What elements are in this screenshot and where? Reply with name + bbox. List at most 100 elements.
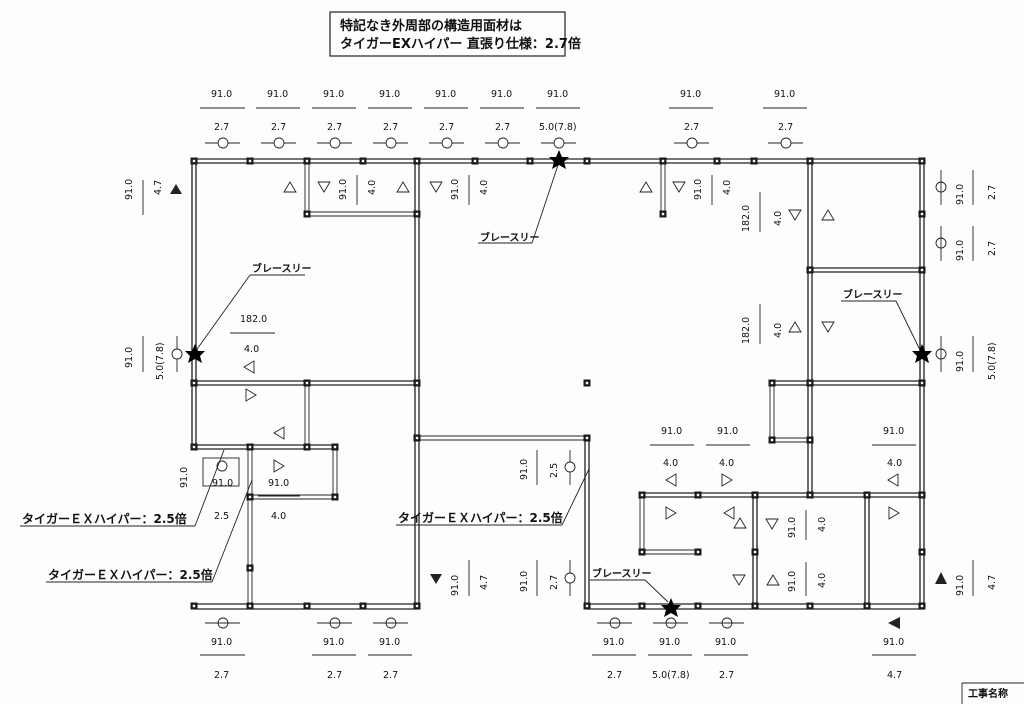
svg-text:91.0: 91.0 bbox=[268, 478, 289, 489]
svg-text:91.0: 91.0 bbox=[955, 240, 966, 261]
top-dimensions: 91.02.7 91.02.7 91.02.7 91.02.7 91.02.7 … bbox=[200, 89, 807, 149]
svg-text:91.0: 91.0 bbox=[124, 179, 135, 200]
footer-title-box: 工事名称 bbox=[961, 682, 1024, 704]
tiger-callout-2: タイガーＥＸハイパー：2.5倍 bbox=[46, 479, 253, 583]
svg-text:ブレースリー: ブレースリー bbox=[252, 262, 312, 275]
svg-text:2.5: 2.5 bbox=[214, 511, 229, 522]
interior-annotations: 91.0 4.0 91.0 4.0 91.0 4.0 182.0 4.0 182… bbox=[179, 175, 916, 596]
svg-text:2.7: 2.7 bbox=[327, 670, 342, 681]
bottom-dim-5: 91.05.0(7.8) bbox=[648, 617, 692, 681]
svg-text:91.0: 91.0 bbox=[379, 637, 400, 648]
svg-text:2.7: 2.7 bbox=[214, 122, 229, 133]
svg-text:ブレースリー: ブレースリー bbox=[480, 231, 540, 244]
bottom-dim-3: 91.0 2.7 bbox=[368, 617, 412, 681]
footer-label: 工事名称 bbox=[968, 687, 1008, 700]
svg-text:91.0: 91.0 bbox=[955, 184, 966, 205]
bottom-dim-4: 91.0 2.7 bbox=[592, 617, 636, 681]
svg-text:2.7: 2.7 bbox=[495, 122, 510, 133]
svg-text:91.0: 91.0 bbox=[491, 89, 512, 100]
svg-text:ブレースリー: ブレースリー bbox=[592, 567, 652, 580]
svg-text:ブレースリー: ブレースリー bbox=[843, 288, 903, 301]
svg-text:91.0: 91.0 bbox=[211, 89, 232, 100]
svg-text:91.0: 91.0 bbox=[379, 89, 400, 100]
svg-text:182.0: 182.0 bbox=[240, 314, 267, 325]
svg-text:2.7: 2.7 bbox=[987, 241, 998, 256]
top-dim-8: 91.02.7 bbox=[669, 89, 713, 149]
svg-text:5.0(7.8): 5.0(7.8) bbox=[155, 342, 166, 380]
top-dim-6: 91.0 2.7 bbox=[480, 89, 524, 149]
top-dim-4: 91.0 2.7 bbox=[368, 89, 412, 149]
top-dim-3: 91.02.7 bbox=[312, 89, 356, 149]
svg-text:2.7: 2.7 bbox=[607, 670, 622, 681]
svg-text:2.7: 2.7 bbox=[383, 122, 398, 133]
svg-text:4.0: 4.0 bbox=[773, 211, 784, 226]
bottom-dim-2: 91.0 2.7 bbox=[312, 617, 356, 681]
svg-text:4.0: 4.0 bbox=[817, 517, 828, 532]
brace-callout-top: ブレースリー bbox=[478, 150, 569, 244]
svg-text:91.0: 91.0 bbox=[883, 426, 904, 437]
svg-text:182.0: 182.0 bbox=[741, 317, 752, 344]
svg-text:2.7: 2.7 bbox=[214, 670, 229, 681]
top-dim-5: 91.02.7 bbox=[424, 89, 468, 149]
right-dim-3: 91.0 5.0(7.8) bbox=[935, 336, 998, 380]
svg-text:91.0: 91.0 bbox=[519, 571, 530, 592]
svg-text:2.7: 2.7 bbox=[719, 670, 734, 681]
brace-callout-bottom: ブレースリー bbox=[590, 567, 681, 617]
svg-text:91.0: 91.0 bbox=[450, 575, 461, 596]
brace-star-icon bbox=[549, 150, 569, 169]
bottom-dimensions: 91.0 2.7 91.0 2.7 91.0 2.7 91.0 2.7 91.05.0(… bbox=[200, 617, 916, 681]
walls bbox=[191, 158, 925, 610]
svg-text:4.7: 4.7 bbox=[887, 670, 902, 681]
left-dimensions: 91.0 4.7 91.0 5.0(7.8) bbox=[124, 179, 183, 380]
svg-text:4.0: 4.0 bbox=[887, 458, 902, 469]
svg-text:4.0: 4.0 bbox=[367, 180, 378, 195]
svg-text:2.7: 2.7 bbox=[327, 122, 342, 133]
svg-text:91.0: 91.0 bbox=[787, 571, 798, 592]
top-dim-2: 91.02.7 bbox=[256, 89, 300, 149]
svg-text:91.0: 91.0 bbox=[519, 459, 530, 480]
brace-star-icon bbox=[912, 344, 932, 363]
svg-text:タイガーＥＸハイパー：2.5倍: タイガーＥＸハイパー：2.5倍 bbox=[48, 567, 213, 582]
svg-text:2.7: 2.7 bbox=[549, 575, 560, 590]
svg-text:2.7: 2.7 bbox=[987, 185, 998, 200]
svg-text:91.0: 91.0 bbox=[955, 351, 966, 372]
svg-text:4.0: 4.0 bbox=[773, 323, 784, 338]
svg-text:91.0: 91.0 bbox=[715, 637, 736, 648]
svg-text:91.0: 91.0 bbox=[179, 467, 190, 488]
svg-text:2.7: 2.7 bbox=[271, 122, 286, 133]
svg-text:91.0: 91.0 bbox=[211, 637, 232, 648]
svg-text:4.0: 4.0 bbox=[719, 458, 734, 469]
svg-text:91.0: 91.0 bbox=[338, 179, 349, 200]
svg-text:91.0: 91.0 bbox=[603, 637, 624, 648]
right-dim-2: 91.0 2.7 bbox=[935, 226, 998, 261]
svg-text:2.7: 2.7 bbox=[383, 670, 398, 681]
svg-text:91.0: 91.0 bbox=[693, 179, 704, 200]
svg-text:4.0: 4.0 bbox=[244, 344, 259, 355]
columns bbox=[190, 157, 926, 610]
svg-text:4.0: 4.0 bbox=[663, 458, 678, 469]
svg-text:182.0: 182.0 bbox=[741, 205, 752, 232]
svg-text:4.7: 4.7 bbox=[153, 180, 164, 195]
svg-text:91.0: 91.0 bbox=[124, 347, 135, 368]
svg-text:91.0: 91.0 bbox=[680, 89, 701, 100]
svg-text:91.0: 91.0 bbox=[787, 517, 798, 538]
left-dim-2: 91.0 5.0(7.8) bbox=[124, 336, 183, 380]
svg-text:5.0(7.8): 5.0(7.8) bbox=[987, 342, 998, 380]
title-block: 特記なき外周部の構造用面材は タイガーEXハイパー 直張り仕様：2.7倍 bbox=[329, 11, 581, 57]
svg-text:4.0: 4.0 bbox=[722, 180, 733, 195]
svg-text:タイガーＥＸハイパー：2.5倍: タイガーＥＸハイパー：2.5倍 bbox=[22, 511, 187, 526]
title-line-2: タイガーEXハイパー 直張り仕様：2.7倍 bbox=[340, 36, 581, 52]
svg-text:2.7: 2.7 bbox=[778, 122, 793, 133]
svg-text:2.5: 2.5 bbox=[549, 463, 560, 478]
tiger-callout-3: タイガーＥＸハイパー：2.5倍 bbox=[396, 468, 590, 526]
bottom-dim-6: 91.0 2.7 bbox=[704, 617, 748, 681]
svg-text:91.0: 91.0 bbox=[717, 426, 738, 437]
left-dim-1: 91.0 4.7 bbox=[124, 179, 182, 215]
svg-text:91.0: 91.0 bbox=[323, 637, 344, 648]
brace-star-icon bbox=[185, 344, 205, 363]
top-dim-1: 91.0 2.7 bbox=[200, 89, 245, 149]
